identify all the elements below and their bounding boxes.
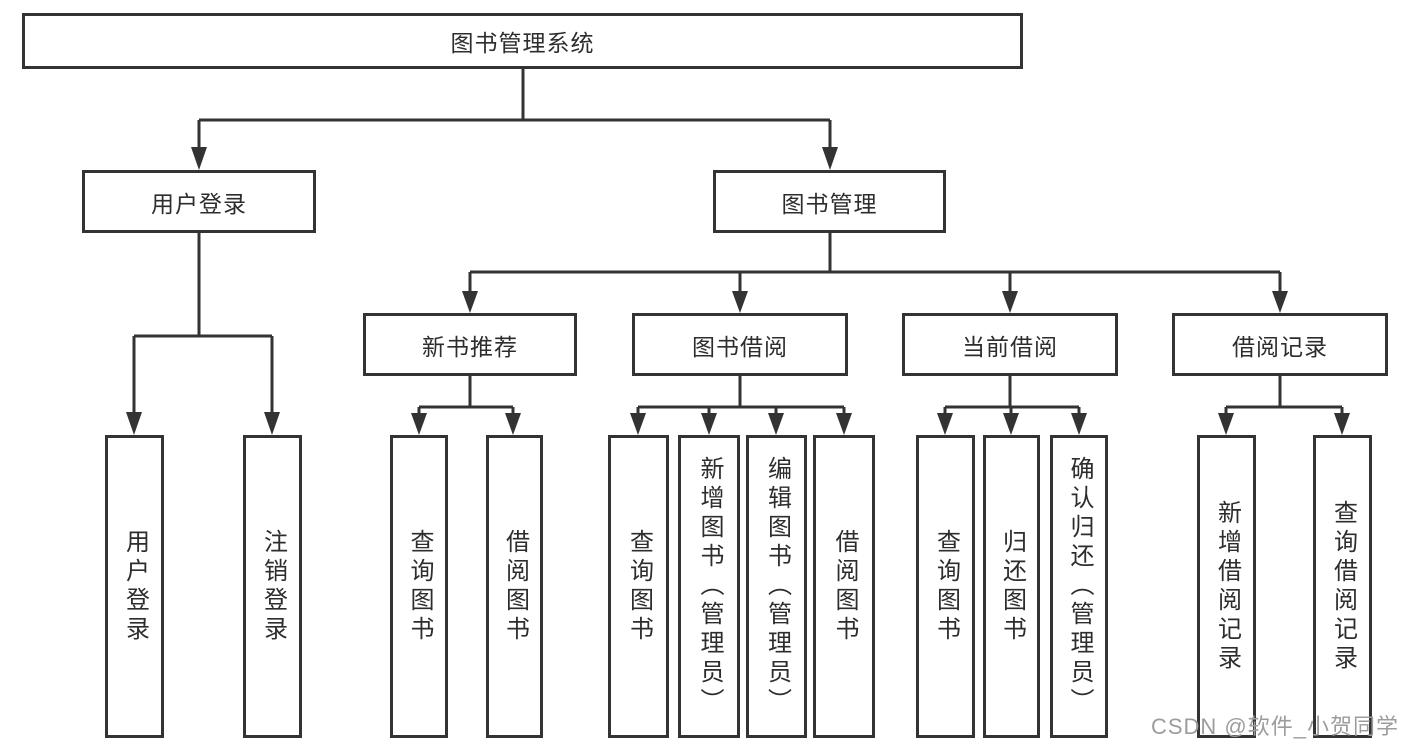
leaf-query-books-current: 查询图书 xyxy=(916,435,975,738)
node-library-management-system: 图书管理系统 xyxy=(22,13,1023,69)
leaf-confirm-return-admin: 确认归还（管理员） xyxy=(1050,435,1108,738)
node-user-login-module: 用户登录 xyxy=(82,170,316,233)
csdn-watermark: CSDN @软件_小贺同学 xyxy=(1150,714,1399,739)
node-borrowing-records: 借阅记录 xyxy=(1172,313,1388,376)
node-book-borrowing: 图书借阅 xyxy=(632,313,848,376)
leaf-query-books-recommendation: 查询图书 xyxy=(390,435,448,738)
leaf-add-borrow-record: 新增借阅记录 xyxy=(1197,435,1256,738)
leaf-user-login: 用户登录 xyxy=(105,435,164,738)
leaf-add-books-admin: 新增图书（管理员） xyxy=(678,435,740,738)
node-new-book-recommendation: 新书推荐 xyxy=(363,313,577,376)
leaf-borrow-books-borrowing: 借阅图书 xyxy=(813,435,875,738)
leaf-logout: 注销登录 xyxy=(243,435,302,738)
leaf-query-books-borrowing: 查询图书 xyxy=(608,435,669,738)
leaf-borrow-books-recommendation: 借阅图书 xyxy=(486,435,543,738)
leaf-query-borrow-record: 查询借阅记录 xyxy=(1313,435,1372,738)
node-book-management-module: 图书管理 xyxy=(713,170,946,233)
node-current-borrowing: 当前借阅 xyxy=(902,313,1118,376)
leaf-edit-books-admin: 编辑图书（管理员） xyxy=(746,435,807,738)
leaf-return-books: 归还图书 xyxy=(983,435,1040,738)
